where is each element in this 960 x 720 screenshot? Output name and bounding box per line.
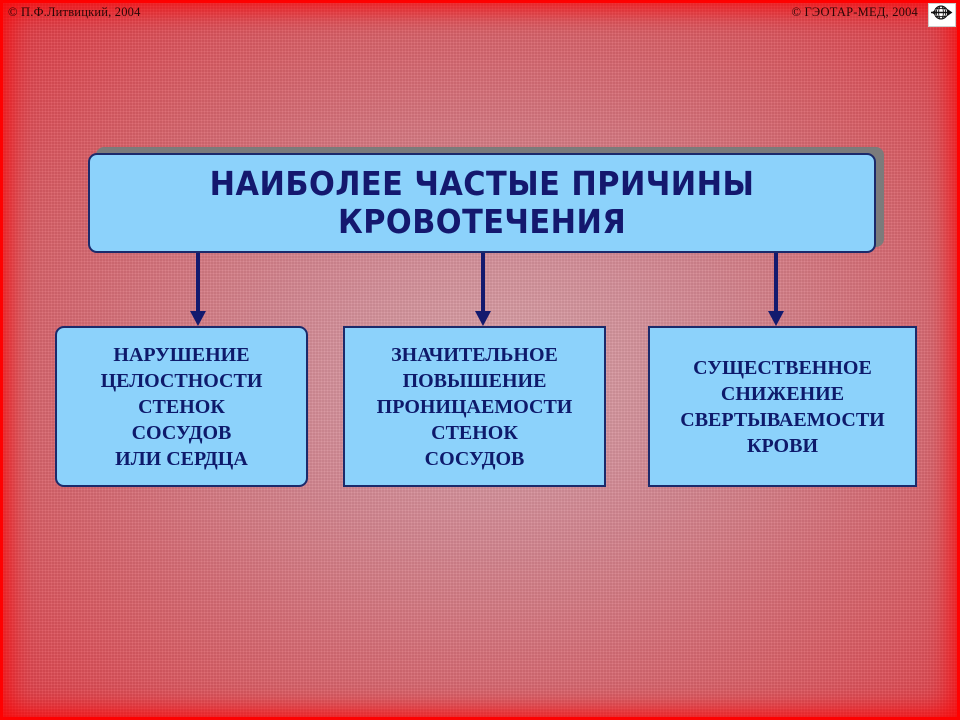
- connector-arrow-2: [475, 253, 491, 326]
- arrow-head: [475, 311, 491, 326]
- cause-box-label: СУЩЕСТВЕННОЕ СНИЖЕНИЕ СВЕРТЫВАЕМОСТИ КРО…: [680, 356, 885, 457]
- cause-box-label: ЗНАЧИТЕЛЬНОЕ ПОВЫШЕНИЕ ПРОНИЦАЕМОСТИ СТЕ…: [376, 343, 573, 470]
- arrow-shaft: [481, 253, 485, 311]
- arrow-head: [190, 311, 206, 326]
- cause-box-coagulation-decrease: СУЩЕСТВЕННОЕ СНИЖЕНИЕ СВЕРТЫВАЕМОСТИ КРО…: [648, 326, 917, 487]
- page-title: НАИБОЛЕЕ ЧАСТЫЕ ПРИЧИНЫ КРОВОТЕЧЕНИЯ: [209, 164, 755, 241]
- publisher-logo: [928, 3, 956, 27]
- slide-header: © П.Ф.Литвицкий, 2004 © ГЭОТАР-МЕД, 2004: [0, 0, 960, 27]
- connector-arrow-3: [768, 253, 784, 326]
- arrow-shaft: [196, 253, 200, 311]
- title-box: НАИБОЛЕЕ ЧАСТЫЕ ПРИЧИНЫ КРОВОТЕЧЕНИЯ: [88, 153, 876, 253]
- cause-box-permeability-increase: ЗНАЧИТЕЛЬНОЕ ПОВЫШЕНИЕ ПРОНИЦАЕМОСТИ СТЕ…: [343, 326, 606, 487]
- cause-box-label: НАРУШЕНИЕ ЦЕЛОСТНОСТИ СТЕНОК СОСУДОВ ИЛИ…: [100, 343, 263, 470]
- arrow-shaft: [774, 253, 778, 311]
- globe-arrow-logo-icon: [931, 3, 953, 27]
- arrow-head: [768, 311, 784, 326]
- connector-arrow-1: [190, 253, 206, 326]
- copyright-publisher: © ГЭОТАР-МЕД, 2004: [791, 5, 918, 19]
- cause-box-vessel-wall-integrity: НАРУШЕНИЕ ЦЕЛОСТНОСТИ СТЕНОК СОСУДОВ ИЛИ…: [55, 326, 308, 487]
- copyright-author: © П.Ф.Литвицкий, 2004: [8, 5, 141, 19]
